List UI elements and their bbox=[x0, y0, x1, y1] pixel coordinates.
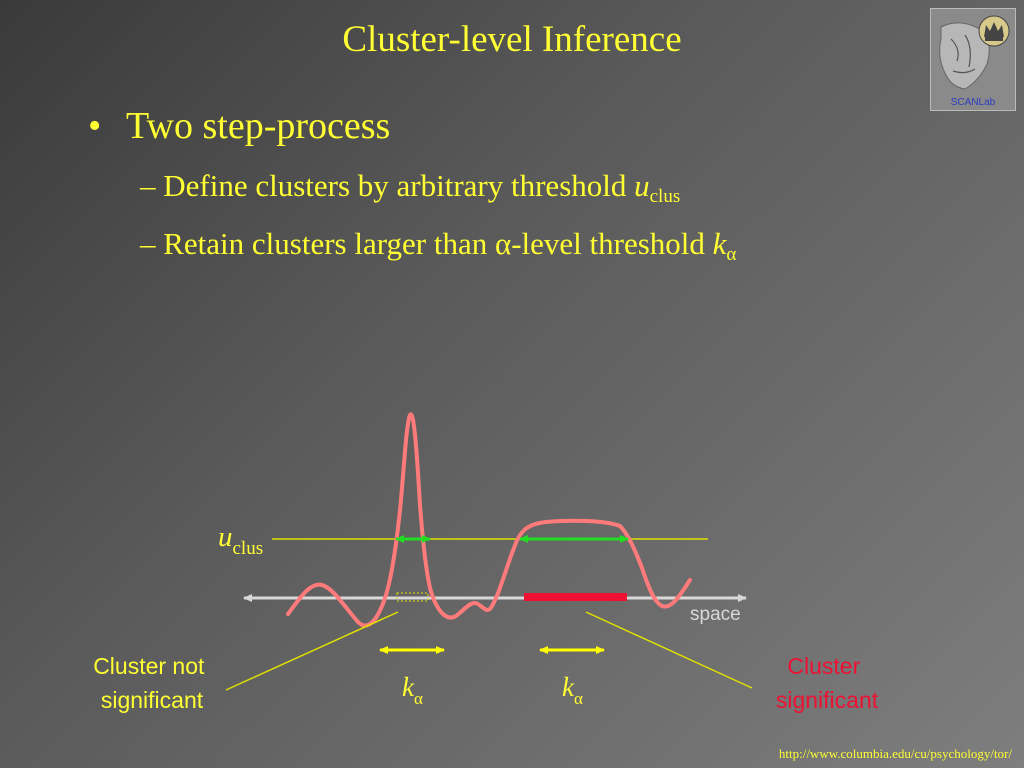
bullet-dot: • bbox=[88, 105, 102, 147]
left-label-line-1: Cluster not bbox=[93, 653, 205, 679]
k-subscript: α bbox=[574, 689, 583, 708]
right-label-line-1: Cluster bbox=[787, 653, 860, 679]
threshold-variable: u bbox=[218, 521, 233, 553]
sub-bullet-variable: k bbox=[712, 226, 727, 261]
significant-cluster-bar bbox=[524, 593, 627, 601]
threshold-label: uclus bbox=[218, 521, 263, 559]
k-variable: k bbox=[402, 672, 415, 702]
left-label-line-2: significant bbox=[101, 687, 204, 713]
space-axis-label: space bbox=[690, 604, 741, 625]
nonsignificant-cluster-box bbox=[396, 592, 429, 602]
sub-bullet-variable: u bbox=[634, 168, 650, 203]
k-alpha-label-right: kα bbox=[562, 672, 583, 708]
sub-bullet-text: – Retain clusters larger than α-level th… bbox=[140, 226, 713, 261]
cluster-significant-label: Cluster significant bbox=[776, 653, 879, 713]
sub-bullet-retain-clusters: – Retain clusters larger than α-level th… bbox=[140, 226, 736, 266]
scanlab-logo: SCANLab bbox=[930, 8, 1016, 111]
k-subscript: α bbox=[414, 689, 423, 708]
right-callout-pointer bbox=[585, 611, 753, 689]
sub-bullet-subscript: α bbox=[726, 244, 737, 265]
sub-bullet-subscript: clus bbox=[649, 186, 681, 207]
logo-text: SCANLab bbox=[950, 97, 996, 108]
threshold-subscript: clus bbox=[233, 538, 264, 559]
footer-url: http://www.columbia.edu/cu/psychology/to… bbox=[778, 746, 1012, 761]
signal-curve bbox=[286, 412, 692, 628]
sub-bullet-define-clusters: – Define clusters by arbitrary threshold… bbox=[140, 168, 680, 208]
left-callout-pointer bbox=[225, 611, 399, 691]
cluster-not-significant-label: Cluster not significant bbox=[93, 653, 211, 713]
brain-crown-emblem-icon bbox=[939, 15, 1010, 90]
right-label-line-2: significant bbox=[776, 687, 879, 713]
bullet-two-step: • Two step-process bbox=[88, 104, 390, 148]
k-alpha-label-left: kα bbox=[402, 672, 423, 708]
sub-bullet-text: – Define clusters by arbitrary threshold bbox=[140, 168, 635, 203]
k-variable: k bbox=[562, 672, 575, 702]
slide-title: Cluster-level Inference bbox=[342, 19, 682, 60]
bullet-text: Two step-process bbox=[126, 105, 391, 147]
